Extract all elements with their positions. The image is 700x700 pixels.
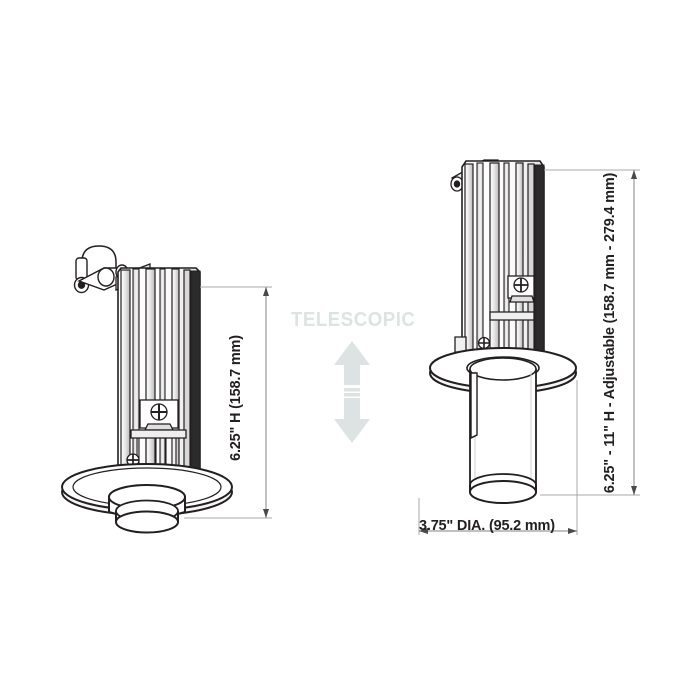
adjustment-screw-upper bbox=[139, 399, 179, 431]
lens-assembly-extended bbox=[469, 473, 537, 504]
adjustment-screw-extended bbox=[507, 275, 535, 303]
dimension-label-left-height: 6.25" H (158.7 mm) bbox=[228, 335, 244, 461]
housing-body-retracted bbox=[117, 267, 201, 481]
slide-track-extended bbox=[489, 311, 535, 321]
safety-cable-icon bbox=[81, 245, 117, 288]
lens-assembly-retracted bbox=[108, 484, 186, 534]
cable-clip-icon bbox=[73, 257, 90, 294]
housing-body-extended bbox=[461, 160, 545, 369]
dimension-bottom-diameter bbox=[418, 380, 578, 535]
up-arrow-icon bbox=[334, 341, 370, 402]
dimension-left-height bbox=[184, 286, 272, 519]
down-arrow-icon bbox=[334, 399, 370, 443]
adjustment-lever bbox=[470, 372, 478, 440]
telescopic-annotation: TELESCOPIC bbox=[291, 309, 416, 331]
dimension-label-right-height: 6.25" - 11" H - Adjustable (158.7 mm - 2… bbox=[602, 172, 618, 494]
dimension-right-height bbox=[540, 169, 640, 496]
extended-cylinder bbox=[469, 357, 537, 492]
extended-fixture-view bbox=[429, 159, 577, 504]
telescopic-arrows bbox=[334, 341, 370, 443]
retracted-fixture-view bbox=[61, 245, 233, 534]
dimension-label-bottom-diameter: 3.75" DIA. (95.2 mm) bbox=[419, 518, 555, 534]
